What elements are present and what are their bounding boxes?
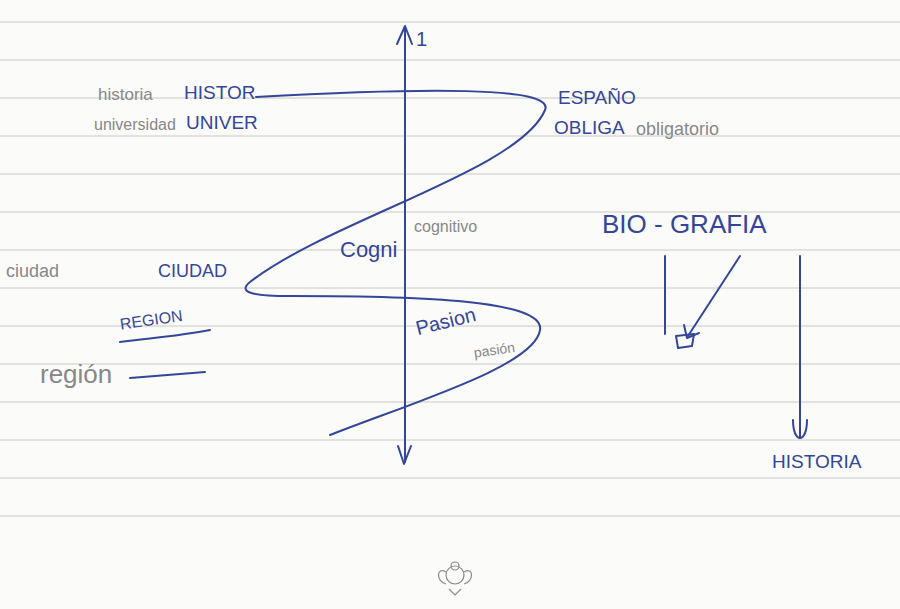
ink-word: HISTOR	[182, 83, 257, 104]
axis-arrowhead	[397, 26, 412, 44]
arrow-line	[799, 256, 801, 438]
pencil-note: región	[38, 360, 114, 389]
pencil-note: cognitivo	[412, 218, 479, 236]
axis-arrowhead	[398, 446, 411, 464]
s-curve	[246, 91, 546, 435]
axis-line	[404, 28, 406, 462]
ink-word: CIUDAD	[156, 262, 229, 282]
axis-number: 1	[414, 28, 429, 50]
ink-word: HISTORIA	[770, 452, 863, 473]
ink-word: UNIVER	[184, 113, 260, 134]
pencil-note: ciudad	[4, 262, 61, 282]
ink-word: OBLIGA	[552, 118, 627, 139]
arrowhead	[793, 420, 807, 438]
leader-line	[130, 372, 205, 378]
ink-word: Pasion	[411, 303, 480, 340]
underline	[120, 330, 210, 342]
ruled-lines	[0, 22, 900, 516]
ink-word: ESPAÑO	[556, 88, 638, 109]
pencil-note: pasión	[471, 340, 518, 362]
arrow-line	[664, 256, 666, 334]
pencil-note: universidad	[92, 116, 178, 134]
ink-word: REGION	[117, 307, 186, 334]
ink-heading: BIO - GRAFIA	[600, 210, 769, 239]
pencil-note: obligatorio	[634, 120, 721, 140]
pencil-note: historia	[96, 86, 155, 105]
arrow-line	[688, 256, 740, 336]
ink-word: Cogni	[338, 238, 399, 262]
angel-emblem	[439, 562, 472, 595]
arrowhead	[684, 325, 699, 338]
